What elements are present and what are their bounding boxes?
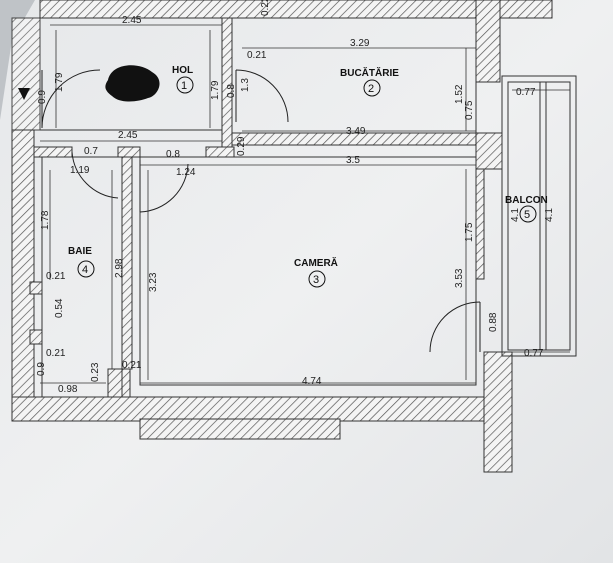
dimension-label: 3.29	[350, 38, 370, 49]
dimension-label: 2.98	[114, 258, 125, 278]
room-number-circle	[77, 260, 95, 278]
dimension-label: 2.45	[118, 130, 138, 141]
room-number-circle	[519, 205, 537, 223]
balcony	[501, 75, 577, 357]
room-number-circle	[308, 270, 326, 288]
room-number-bucatarie: 2	[368, 83, 374, 95]
room-number-circle	[176, 76, 194, 94]
dimension-label: 0.9	[37, 90, 48, 104]
room-number-balcon: 5	[524, 209, 530, 221]
dimension-label: 0.29	[236, 136, 247, 156]
dimension-label: 4.74	[302, 376, 322, 387]
dimension-label: 1.19	[70, 165, 90, 176]
dimension-label: 0.21	[122, 360, 142, 371]
dimension-label: 0.88	[488, 312, 499, 332]
dimension-label: 1.79	[210, 80, 221, 100]
dimension-lines	[40, 24, 570, 384]
dimension-label: 3.53	[454, 268, 465, 288]
dimension-label: 0.8	[166, 149, 180, 160]
room-number-camera: 3	[313, 274, 319, 286]
walls	[11, 0, 553, 473]
dimension-label: 4.1	[510, 208, 521, 222]
dimension-label: 2.45	[122, 15, 142, 26]
room-label-baie: BAIE	[68, 246, 92, 257]
dimension-label: 1.52	[454, 84, 465, 104]
dimension-label: 3.23	[148, 272, 159, 292]
dimension-label: 0.8	[226, 84, 237, 98]
dimension-label: 0.21	[46, 348, 66, 359]
dimension-label: 4.1	[544, 208, 555, 222]
door-swings	[41, 69, 481, 353]
dimension-label: 0.9	[36, 362, 47, 376]
dimension-label: 0.98	[58, 384, 78, 395]
dimension-label: 0.22	[260, 0, 271, 16]
dimension-label: 0.75	[464, 100, 475, 120]
inner-contours	[40, 17, 477, 398]
dimension-label: 0.23	[90, 362, 101, 382]
dimension-label: 0.21	[46, 271, 66, 282]
dimension-label: 0.77	[516, 87, 536, 98]
dimension-label: 0.54	[54, 298, 65, 318]
room-number-baie: 4	[82, 264, 88, 276]
room-label-balcon: BALCON	[505, 195, 548, 206]
dimension-label: 3.49	[346, 126, 366, 137]
room-number-circle	[363, 79, 381, 97]
dimension-label: 1.3	[240, 78, 251, 92]
room-number-hol: 1	[181, 80, 187, 92]
room-label-camera: CAMERĂ	[294, 256, 338, 269]
dimension-label: 0.7	[84, 146, 98, 157]
room-label-bucatarie: BUCĂTĂRIE	[340, 66, 399, 79]
dimension-label: 1.79	[54, 72, 65, 92]
dimension-label: 1.24	[176, 167, 196, 178]
dimension-label: 1.78	[40, 210, 51, 230]
dimension-label: 1.75	[464, 222, 475, 242]
dimension-label: 3.5	[346, 155, 360, 166]
dimension-label: 0.77	[524, 348, 544, 359]
dimension-label: 0.21	[247, 50, 267, 61]
room-label-hol: HOL	[172, 65, 193, 76]
ink-blot	[105, 65, 160, 102]
entrance-arrow-icon	[18, 88, 30, 100]
